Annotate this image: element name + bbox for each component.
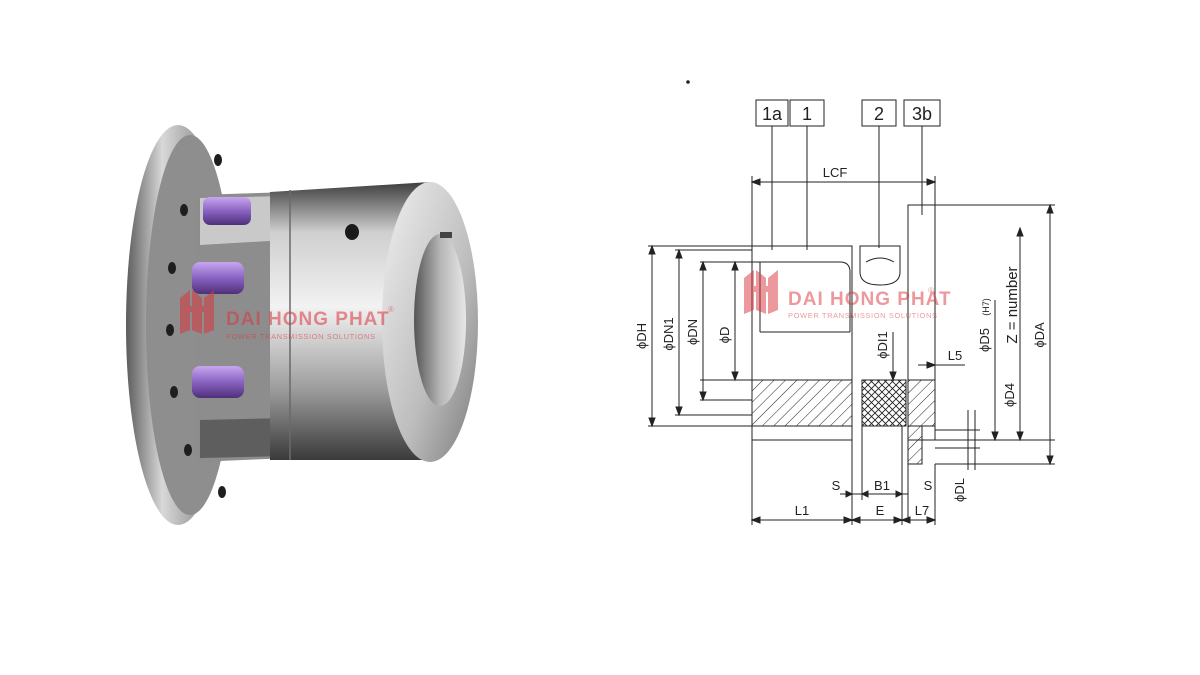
dim-dn: ϕDN [685,319,700,345]
bore [414,234,466,406]
dim-l1: L1 [795,503,809,518]
callout-label-3b: 3b [912,104,932,124]
coupling-render [126,125,478,525]
watermark-brand: DAI HONG PHAT [226,309,390,330]
dim-d5: ϕD5 [977,328,992,352]
dim-d: ϕD [717,327,732,344]
dim-z: Z = number [1004,266,1021,343]
set-screw-hole [345,224,359,240]
dim-l5: L5 [948,348,962,363]
technical-drawing [648,80,1055,525]
dim-dh: ϕDH [634,323,649,349]
dim-h7: (H7) [981,298,991,316]
callout-label-2: 2 [874,104,884,124]
flange-bolt-holes [166,154,226,498]
dim-da: ϕDA [1032,322,1047,348]
dim-dn1: ϕDN1 [661,317,676,350]
watermark-reg: ® [928,286,934,295]
watermark-left: DAI HONG PHAT ® POWER TRANSMISSION SOLUT… [180,290,394,341]
dim-b1: B1 [874,478,890,493]
dim-l7: L7 [915,503,929,518]
dim-lcf: LCF [823,165,848,180]
callout-box-3b [903,99,941,127]
watermark-brand: DAI HONG PHAT [788,289,952,310]
drawing-labels: 1a 1 2 3b LCF ϕDH ϕDN1 ϕDN ϕD ϕDI1 L5 ϕD… [634,104,1047,518]
watermark-tagline: POWER TRANSMISSION SOLUTIONS [788,311,938,320]
callout-box-2 [861,99,897,127]
elastomer-spider [192,197,251,398]
callout-box-1a [755,99,789,127]
dim-dl: ϕDL [952,478,967,502]
watermark-right: DAI HONG PHAT ® POWER TRANSMISSION SOLUT… [744,270,952,320]
watermark-reg: ® [388,305,394,314]
watermark-logo-icon [180,290,214,334]
dim-s-right: S [924,478,933,493]
callout-label-1a: 1a [762,104,783,124]
dim-s-left: S [832,478,841,493]
callout-label-1: 1 [802,104,812,124]
dim-di1: ϕDI1 [875,331,890,359]
dim-d4: ϕD4 [1002,383,1017,407]
dim-e: E [876,503,885,518]
watermark-logo-icon [744,270,778,314]
keyway [440,232,452,238]
watermark-tagline: POWER TRANSMISSION SOLUTIONS [226,332,376,341]
